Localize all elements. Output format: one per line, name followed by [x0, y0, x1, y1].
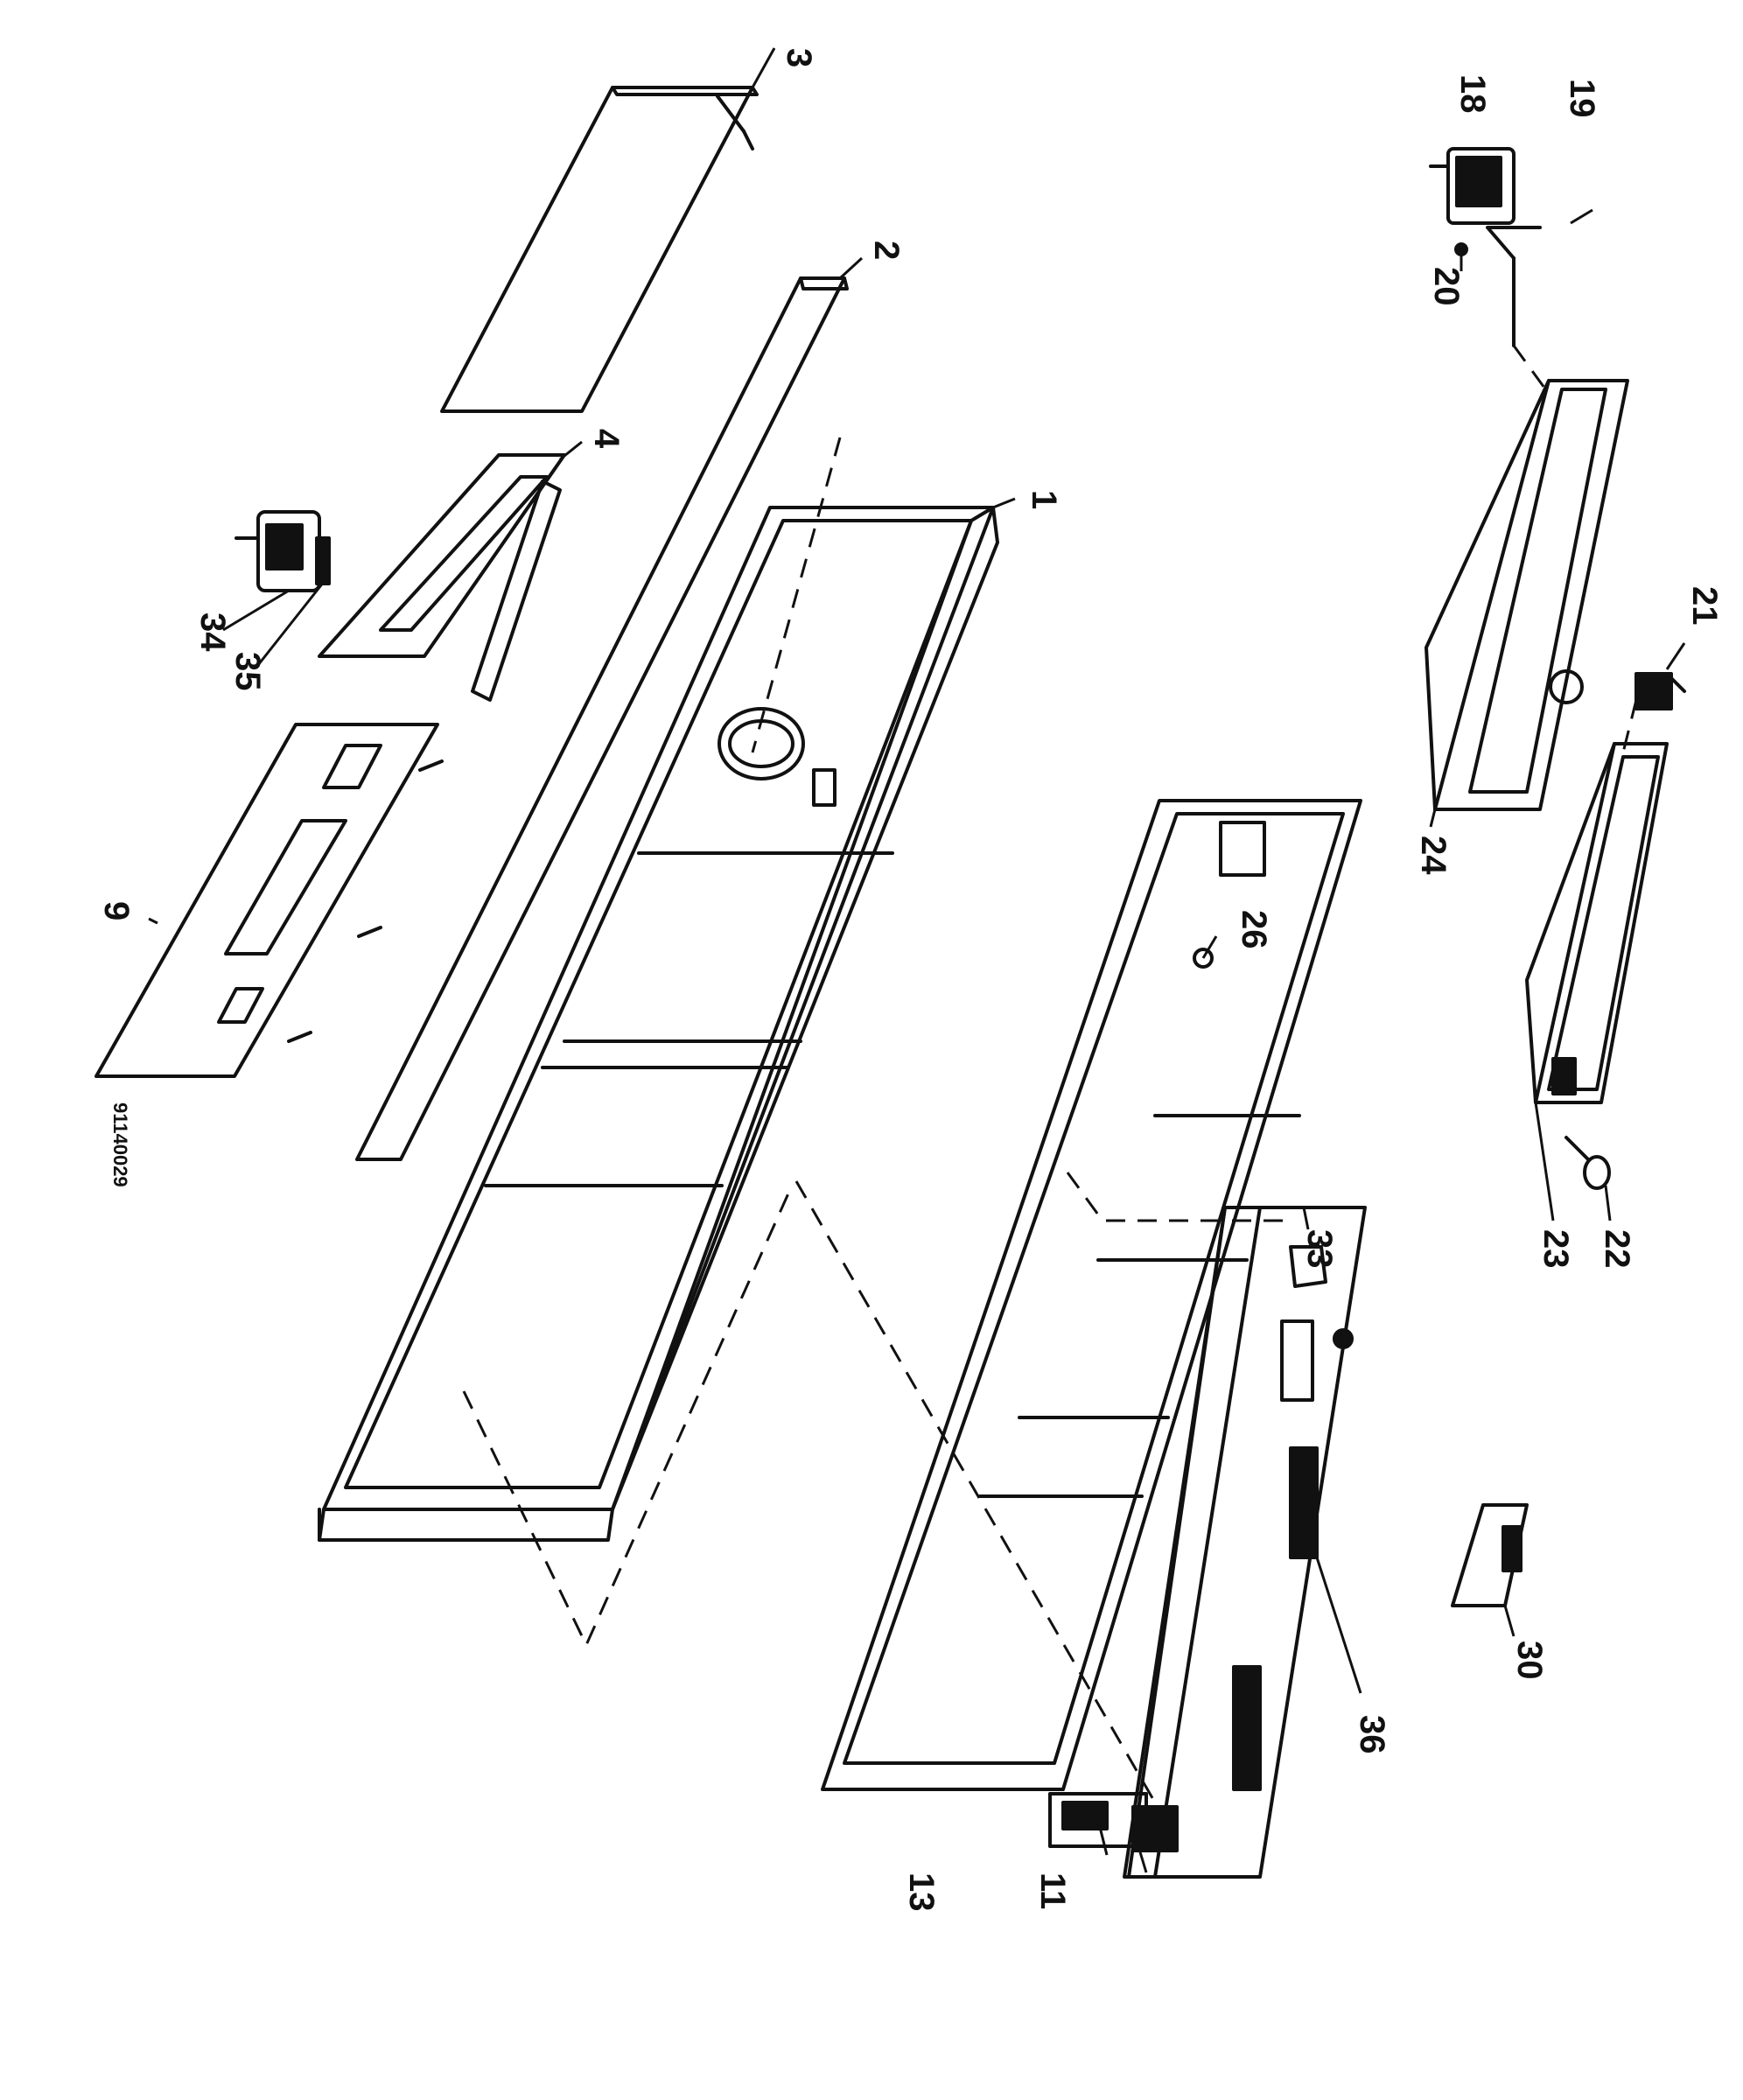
callout-13: 13: [902, 1872, 941, 1912]
part-34-switch: [234, 510, 321, 592]
callout-33: 33: [1300, 1229, 1339, 1269]
part-3-top-cover: [440, 86, 759, 413]
drawing-number: 91140029: [109, 1102, 131, 1187]
part-1-main-housing: [318, 506, 999, 1542]
part-22-spring: [1564, 1136, 1611, 1190]
part-35-rod: [315, 536, 331, 585]
part-33-bracket: [1280, 1245, 1354, 1402]
assembly-line-1: [462, 437, 1157, 1803]
part-18-micro-switch: [1429, 147, 1516, 225]
chassis-frame: [821, 799, 1362, 1848]
part-9-front-panel: [94, 723, 444, 1078]
leader-lines: [148, 47, 1686, 1873]
callout-18: 18: [1453, 74, 1492, 114]
part-11-component: [1131, 1805, 1179, 1852]
assembly-line-33: [1066, 1172, 1295, 1222]
callout-36: 36: [1353, 1715, 1391, 1754]
callout-35: 35: [228, 652, 267, 691]
part-30-connector: [1451, 1503, 1529, 1607]
callout-9: 9: [97, 901, 136, 920]
part-24-housing: [1424, 379, 1629, 811]
callout-26: 26: [1235, 910, 1273, 949]
callout-19: 19: [1563, 79, 1601, 118]
callout-4: 4: [587, 429, 626, 449]
part-36-switch-board: [1123, 1206, 1367, 1879]
part-21-screw: [1634, 672, 1686, 710]
callout-11: 11: [1033, 1872, 1072, 1909]
callout-labels: 3 2 4 1 34 35 9 91140029 26 33 13 11 36 …: [97, 48, 1724, 1912]
callout-22: 22: [1598, 1229, 1636, 1269]
assembly-line-19: [1512, 345, 1638, 753]
part-2-strip: [355, 276, 849, 1161]
callout-2: 2: [867, 241, 906, 260]
part-4-frame: [318, 453, 566, 702]
callout-24: 24: [1414, 836, 1452, 875]
part-19-l-rod: [1486, 226, 1542, 347]
callout-30: 30: [1510, 1641, 1549, 1680]
callout-3: 3: [780, 48, 818, 67]
callout-1: 1: [1025, 490, 1063, 509]
part-23-housing: [1525, 742, 1669, 1104]
callout-34: 34: [193, 612, 232, 652]
callout-23: 23: [1536, 1229, 1575, 1269]
callout-20: 20: [1427, 267, 1466, 306]
callout-21: 21: [1685, 586, 1724, 626]
